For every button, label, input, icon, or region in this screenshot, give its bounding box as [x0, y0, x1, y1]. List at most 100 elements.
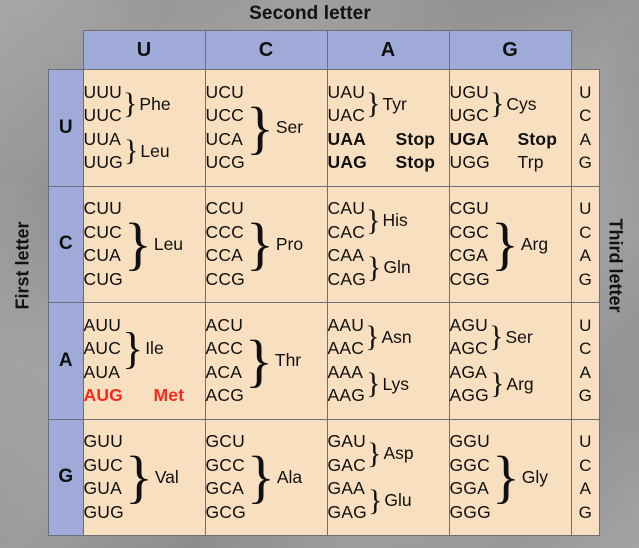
codon: GCG — [205, 501, 246, 522]
amino-acid-label: Gln — [383, 257, 411, 278]
row-label-g: G — [48, 418, 84, 536]
codon: GUC — [83, 454, 123, 475]
codon: AAC — [327, 338, 365, 359]
codon: UCA — [205, 128, 244, 149]
column-header-c: C — [204, 30, 328, 70]
codon: ACA — [205, 361, 243, 382]
third-letter: G — [578, 269, 592, 289]
codon: CUA — [83, 245, 122, 266]
third-letter: A — [579, 362, 591, 382]
third-letter: G — [578, 386, 592, 406]
header-corner-blank — [49, 31, 84, 70]
brace-icon: } — [366, 367, 381, 401]
codon: GGA — [449, 478, 489, 499]
codon: ACU — [205, 314, 244, 335]
codon: CAA — [327, 245, 365, 266]
amino-acid-label: Pro — [275, 233, 304, 254]
amino-acid-label: Tyr — [382, 93, 407, 114]
amino-acid-label: Met — [153, 385, 185, 406]
codon: CCC — [205, 221, 245, 242]
second-letter-axis-title: Second letter — [249, 3, 371, 24]
brace-icon: } — [124, 211, 152, 277]
brace-icon: } — [246, 444, 275, 510]
brace-icon: } — [245, 327, 273, 393]
codon: CCA — [205, 245, 244, 266]
codon: AUU — [83, 314, 122, 335]
codon: UAU — [327, 81, 366, 102]
amino-acid-label: Ser — [505, 326, 533, 347]
amino-acid-label: Trp — [517, 152, 544, 173]
codon: AGU — [449, 314, 489, 335]
codon: UUC — [83, 105, 123, 126]
column-header-row: U C A G — [49, 30, 600, 70]
brace-icon: } — [122, 323, 144, 373]
third-letter: U — [579, 199, 592, 219]
third-letter: G — [578, 153, 592, 173]
codon: UGA — [449, 128, 489, 149]
third-letter: U — [579, 432, 592, 452]
codon: AUC — [83, 338, 122, 359]
column-header-u: U — [82, 30, 206, 70]
third-letter: C — [579, 455, 592, 475]
codon: GAC — [327, 454, 367, 475]
codon: GUA — [83, 478, 123, 499]
codon: GUU — [83, 431, 123, 452]
codon: CGU — [449, 198, 489, 219]
codon: CUU — [83, 198, 123, 219]
codon: CAG — [327, 268, 367, 289]
codon: UGG — [449, 152, 490, 173]
codon: CCU — [205, 198, 245, 219]
brace-icon: } — [123, 87, 138, 121]
third-letter: C — [579, 222, 592, 242]
column-header-a: A — [326, 30, 450, 70]
codon: GCC — [205, 454, 245, 475]
codon: GCA — [205, 478, 245, 499]
amino-acid-label: Arg — [520, 233, 549, 254]
codon: AAG — [327, 385, 366, 406]
codon: GUG — [83, 501, 124, 522]
brace-icon: } — [368, 483, 383, 517]
third-letter: U — [579, 315, 592, 335]
amino-acid-label: Ile — [145, 338, 164, 359]
brace-icon: } — [490, 87, 505, 121]
codon: GAA — [327, 478, 366, 499]
amino-acid-label: Ser — [275, 117, 304, 138]
amino-acid-label: Gly — [521, 466, 549, 487]
amino-acid-label: Asn — [381, 326, 412, 347]
